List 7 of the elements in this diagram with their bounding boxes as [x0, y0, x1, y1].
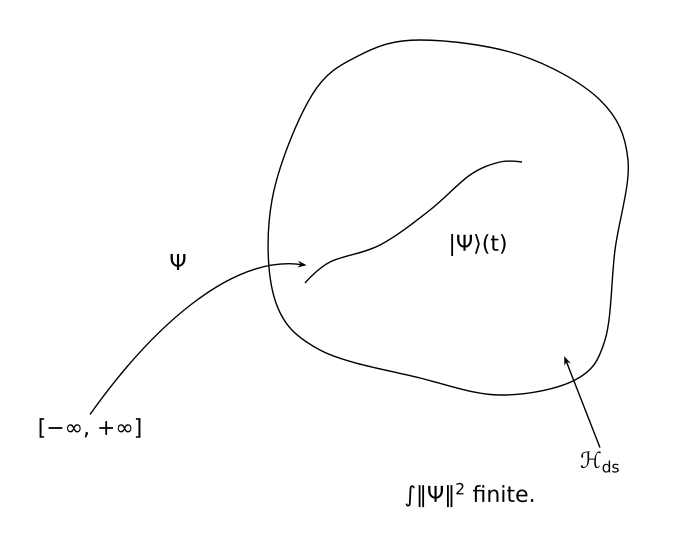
space-symbol: ℋ$_{ds}$	[580, 451, 619, 473]
region-outline	[267, 39, 630, 396]
trajectory-curve	[304, 160, 522, 284]
math-label: ∫‖Ψ‖$^{2}$ finite.	[406, 482, 534, 508]
math-label: |Ψ⟩(t)	[451, 234, 506, 256]
range-text: [−∞, +∞]	[40, 418, 140, 438]
edge-label: Ψ	[167, 252, 189, 272]
